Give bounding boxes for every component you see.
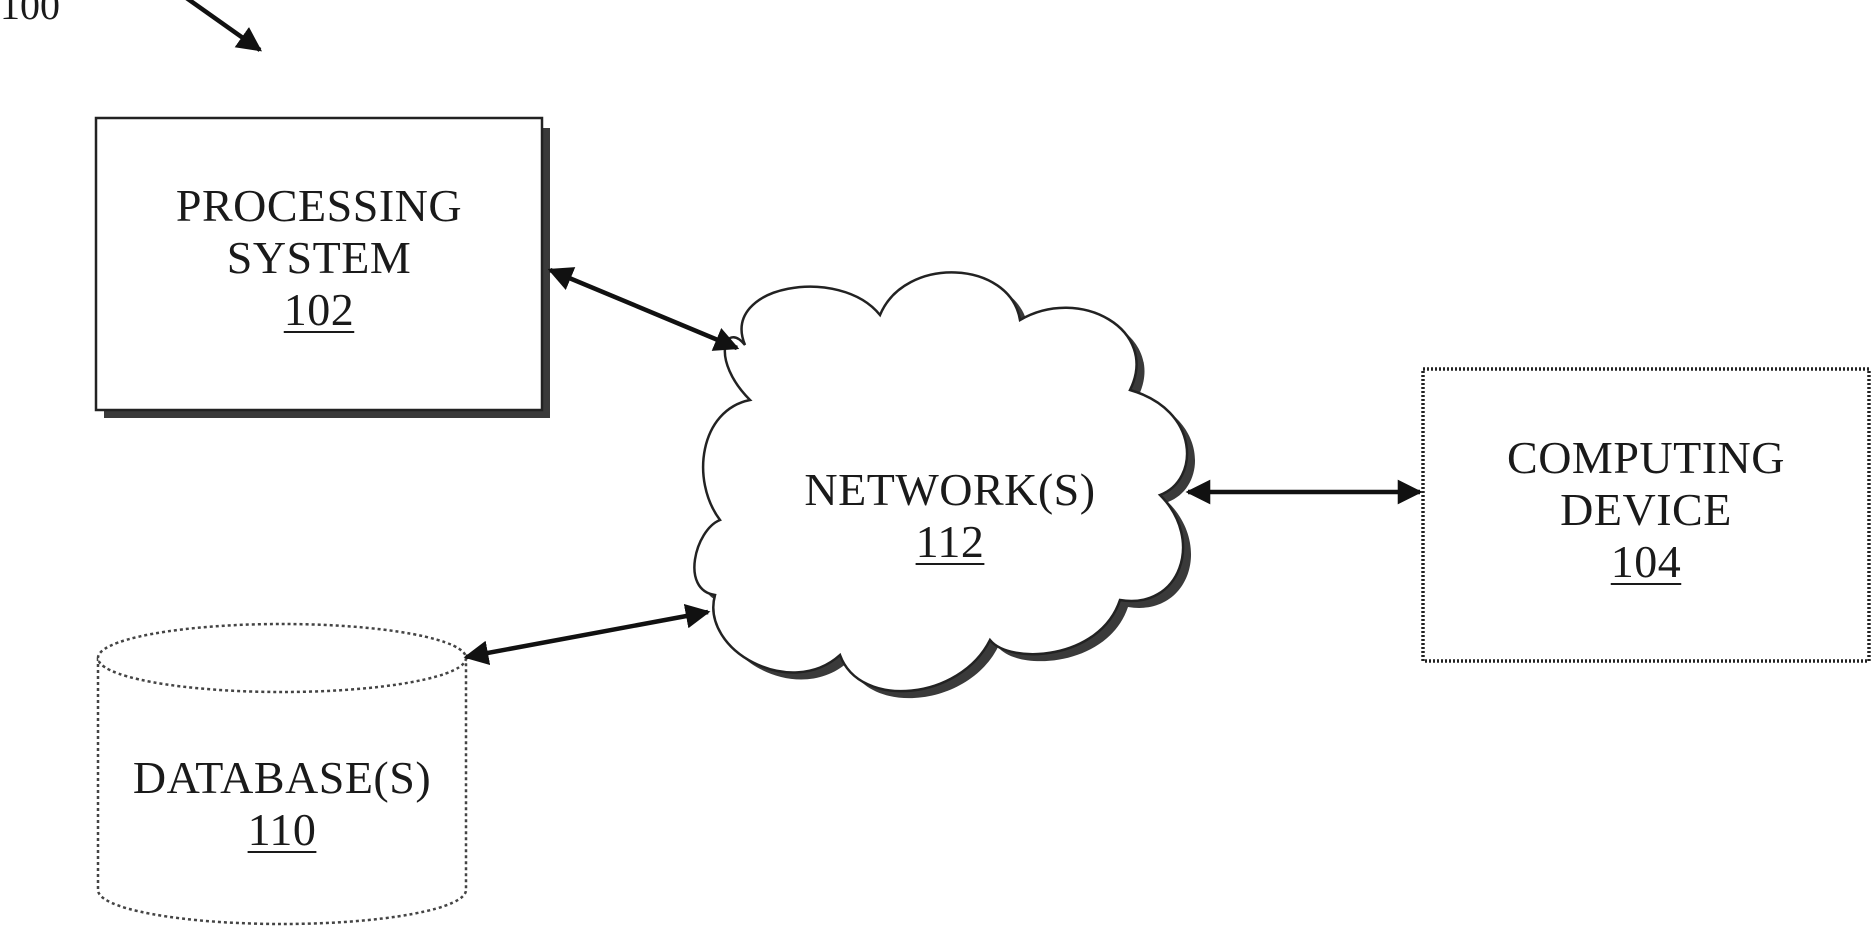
processing-system-line2: SYSTEM — [96, 232, 542, 284]
connector-network-database — [466, 612, 708, 657]
processing-system-label: PROCESSING SYSTEM 102 — [96, 180, 542, 336]
connector-processing-network — [550, 270, 737, 348]
figure-reference-arrow — [178, 0, 260, 50]
database-number: 110 — [98, 804, 466, 856]
database-line1: DATABASE(S) — [98, 752, 466, 804]
network-label: NETWORK(S) 112 — [760, 464, 1140, 568]
network-number: 112 — [760, 516, 1140, 568]
figure-reference-number: 100 — [0, 0, 60, 28]
computing-device-label: COMPUTING DEVICE 104 — [1423, 432, 1869, 588]
processing-system-line1: PROCESSING — [96, 180, 542, 232]
database-label: DATABASE(S) 110 — [98, 752, 466, 856]
network-line1: NETWORK(S) — [760, 464, 1140, 516]
computing-device-line1: COMPUTING — [1423, 432, 1869, 484]
computing-device-number: 104 — [1423, 536, 1869, 588]
processing-system-number: 102 — [96, 284, 542, 336]
computing-device-line2: DEVICE — [1423, 484, 1869, 536]
